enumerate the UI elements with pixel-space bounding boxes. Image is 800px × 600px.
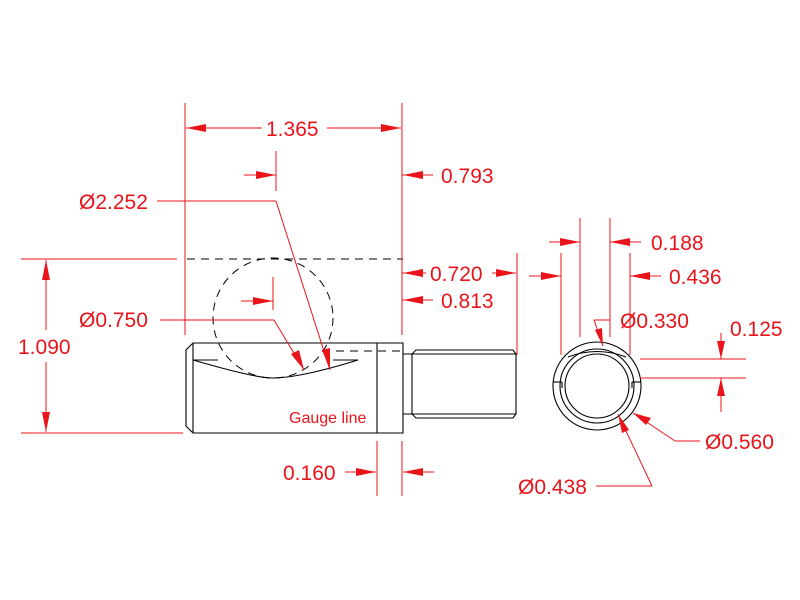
- dim-overall-length: 1.365: [266, 118, 319, 141]
- end-view-body: [552, 341, 642, 431]
- dim-inner-diameter: Ø0.330: [620, 310, 689, 333]
- dim-offset-lower: 0.813: [441, 290, 494, 313]
- end-view-dimensions: [529, 218, 746, 487]
- dim-offset-top: 0.793: [441, 165, 494, 188]
- dim-slot-outer: 0.436: [669, 266, 722, 289]
- dim-height: 1.090: [18, 336, 71, 359]
- dim-shoulder-width: 0.160: [283, 462, 336, 485]
- gauge-line-label: Gauge line: [289, 410, 366, 427]
- side-view-body: [185, 342, 517, 434]
- dim-pin-diameter: Ø0.750: [79, 309, 148, 332]
- dim-mid-diameter: Ø0.438: [518, 476, 587, 499]
- side-view-dimensions: [21, 103, 518, 496]
- dim-slot-width: 0.188: [651, 232, 704, 255]
- dim-ball-diameter: Ø2.252: [79, 191, 148, 214]
- gauge-ball-circle: [212, 257, 334, 379]
- dim-depth: 0.125: [730, 318, 783, 341]
- dim-thread-length: 0.720: [430, 263, 483, 286]
- dim-outer-diameter: Ø0.560: [705, 431, 774, 454]
